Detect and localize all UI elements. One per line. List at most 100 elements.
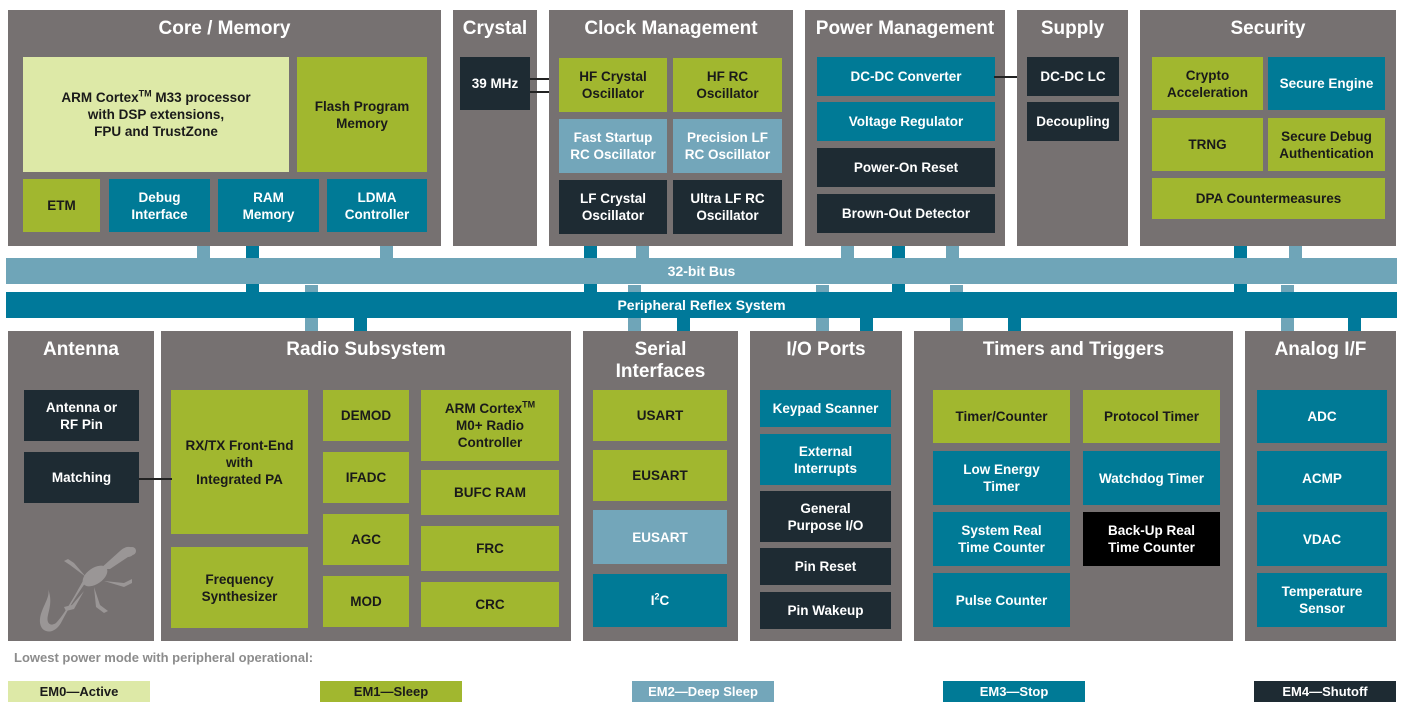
panel-title: Power Management xyxy=(815,18,995,39)
system-rtc-block: System Real Time Counter xyxy=(933,512,1070,566)
demod-block: DEMOD xyxy=(323,390,409,441)
panel-title: Crystal xyxy=(462,18,528,39)
cpu-block: ARM CortexTM M33 processor with DSP exte… xyxy=(23,57,289,172)
legend-em0: EM0—Active xyxy=(8,681,150,702)
eusart-block: EUSART xyxy=(593,510,727,564)
m0-label-b: M0+ Radio Controller xyxy=(456,418,524,450)
m0-label-tm: TM xyxy=(522,399,536,410)
decoupling-block: Decoupling xyxy=(1027,102,1119,141)
connector xyxy=(636,246,649,260)
dpa-countermeasures-block: DPA Countermeasures xyxy=(1152,178,1385,219)
secure-engine-block: Secure Engine xyxy=(1268,57,1385,110)
eusart-block: EUSART xyxy=(593,450,727,501)
legend-em3: EM3—Stop xyxy=(943,681,1085,702)
supply-line xyxy=(994,76,1030,78)
panel-serial-interfaces: Serial Interfaces USART EUSART EUSART I2… xyxy=(583,331,738,641)
crc-block: CRC xyxy=(421,582,559,627)
antenna-rf-pin-block: Antenna or RF Pin xyxy=(24,390,139,441)
legend-em2: EM2—Deep Sleep xyxy=(632,681,774,702)
connector xyxy=(946,246,959,260)
brown-out-detector-block: Brown-Out Detector xyxy=(817,194,995,233)
m0-label-a: ARM Cortex xyxy=(444,401,523,416)
crystal-line xyxy=(530,91,560,93)
panel-core-memory: Core / Memory ARM CortexTM M33 processor… xyxy=(8,10,441,246)
power-on-reset-block: Power-On Reset xyxy=(817,148,995,187)
ldma-block: LDMA Controller xyxy=(327,179,427,232)
panel-radio-subsystem: Radio Subsystem RX/TX Front-End with Int… xyxy=(161,331,571,641)
cpu-label-a: ARM Cortex xyxy=(61,90,139,105)
matching-block: Matching xyxy=(24,452,139,503)
panel-timers-triggers: Timers and Triggers Timer/Counter Protoc… xyxy=(914,331,1233,641)
protocol-timer-block: Protocol Timer xyxy=(1083,390,1220,443)
connector xyxy=(1289,246,1302,260)
secure-debug-auth-block: Secure Debug Authentication xyxy=(1268,118,1385,171)
pin-reset-block: Pin Reset xyxy=(760,548,891,585)
lf-crystal-osc-block: LF Crystal Oscillator xyxy=(559,180,667,234)
i2c-label-sup: 2 xyxy=(654,591,660,602)
crypto-acceleration-block: Crypto Acceleration xyxy=(1152,57,1263,110)
panel-supply: Supply DC-DC LC Decoupling xyxy=(1017,10,1128,246)
flash-block: Flash Program Memory xyxy=(297,57,427,172)
connector xyxy=(677,318,690,331)
low-energy-timer-block: Low Energy Timer xyxy=(933,451,1070,505)
external-interrupts-block: External Interrupts xyxy=(760,434,891,485)
panel-title: Analog I/F xyxy=(1274,339,1367,360)
dcdc-lc-block: DC-DC LC xyxy=(1027,57,1119,96)
ultra-lf-rc-osc-block: Ultra LF RC Oscillator xyxy=(673,180,782,234)
usart-block: USART xyxy=(593,390,727,441)
pin-wakeup-block: Pin Wakeup xyxy=(760,592,891,629)
legend-title: Lowest power mode with peripheral operat… xyxy=(14,650,314,665)
frc-block: FRC xyxy=(421,526,559,571)
matching-line xyxy=(139,478,172,480)
pulse-counter-block: Pulse Counter xyxy=(933,573,1070,627)
panel-io-ports: I/O Ports Keypad Scanner External Interr… xyxy=(750,331,902,641)
hf-rc-osc-block: HF RC Oscillator xyxy=(673,58,782,112)
dcdc-converter-block: DC-DC Converter xyxy=(817,57,995,96)
panel-clock-management: Clock Management HF Crystal Oscillator H… xyxy=(549,10,793,246)
temperature-sensor-block: Temperature Sensor xyxy=(1257,573,1387,627)
ifadc-block: IFADC xyxy=(323,452,409,503)
cpu-label-b: M33 processor with DSP extensions, FPU a… xyxy=(87,90,251,139)
bus-32bit: 32-bit Bus xyxy=(6,258,1397,284)
connector xyxy=(354,318,367,331)
panel-title: Timers and Triggers xyxy=(982,339,1165,360)
connector xyxy=(841,246,854,260)
trng-block: TRNG xyxy=(1152,118,1263,171)
gpio-block: General Purpose I/O xyxy=(760,491,891,542)
frequency-synthesizer-block: Frequency Synthesizer xyxy=(171,547,308,628)
etm-block: ETM xyxy=(23,179,100,232)
i2c-label-b: C xyxy=(659,593,670,608)
timer-counter-block: Timer/Counter xyxy=(933,390,1070,443)
fast-startup-rc-osc-block: Fast Startup RC Oscillator xyxy=(559,119,667,173)
debug-interface-block: Debug Interface xyxy=(109,179,210,232)
rxtx-frontend-block: RX/TX Front-End with Integrated PA xyxy=(171,390,308,534)
i2c-label-a: I xyxy=(650,593,655,608)
mod-block: MOD xyxy=(323,576,409,627)
cpu-label-tm: TM xyxy=(138,88,152,99)
bus-prs-label: Peripheral Reflex System xyxy=(617,297,786,313)
gecko-logo-icon xyxy=(39,546,136,632)
crystal-line xyxy=(530,78,560,80)
vdac-block: VDAC xyxy=(1257,512,1387,566)
connector xyxy=(1008,318,1021,331)
adc-block: ADC xyxy=(1257,390,1387,443)
panel-title: Clock Management xyxy=(584,18,758,39)
panel-title: Supply xyxy=(1040,18,1105,39)
bufc-ram-block: BUFC RAM xyxy=(421,470,559,515)
panel-analog-if: Analog I/F ADC ACMP VDAC Temperature Sen… xyxy=(1245,331,1396,641)
backup-rtc-block: Back-Up Real Time Counter xyxy=(1083,512,1220,566)
panel-title: Radio Subsystem xyxy=(286,339,446,360)
crystal-39mhz-block: 39 MHz xyxy=(460,57,530,110)
connector xyxy=(860,318,873,331)
panel-title: I/O Ports xyxy=(786,339,866,360)
connector xyxy=(380,246,393,260)
keypad-scanner-block: Keypad Scanner xyxy=(760,390,891,427)
precision-lf-rc-osc-block: Precision LF RC Oscillator xyxy=(673,119,782,173)
panel-title: Security xyxy=(1230,18,1306,39)
panel-title: Core / Memory xyxy=(158,18,291,39)
panel-power-management: Power Management DC-DC Converter Voltage… xyxy=(805,10,1005,246)
bus-prs: Peripheral Reflex System xyxy=(6,292,1397,318)
connector xyxy=(197,246,210,260)
legend-em4: EM4—Shutoff xyxy=(1254,681,1396,702)
acmp-block: ACMP xyxy=(1257,451,1387,505)
